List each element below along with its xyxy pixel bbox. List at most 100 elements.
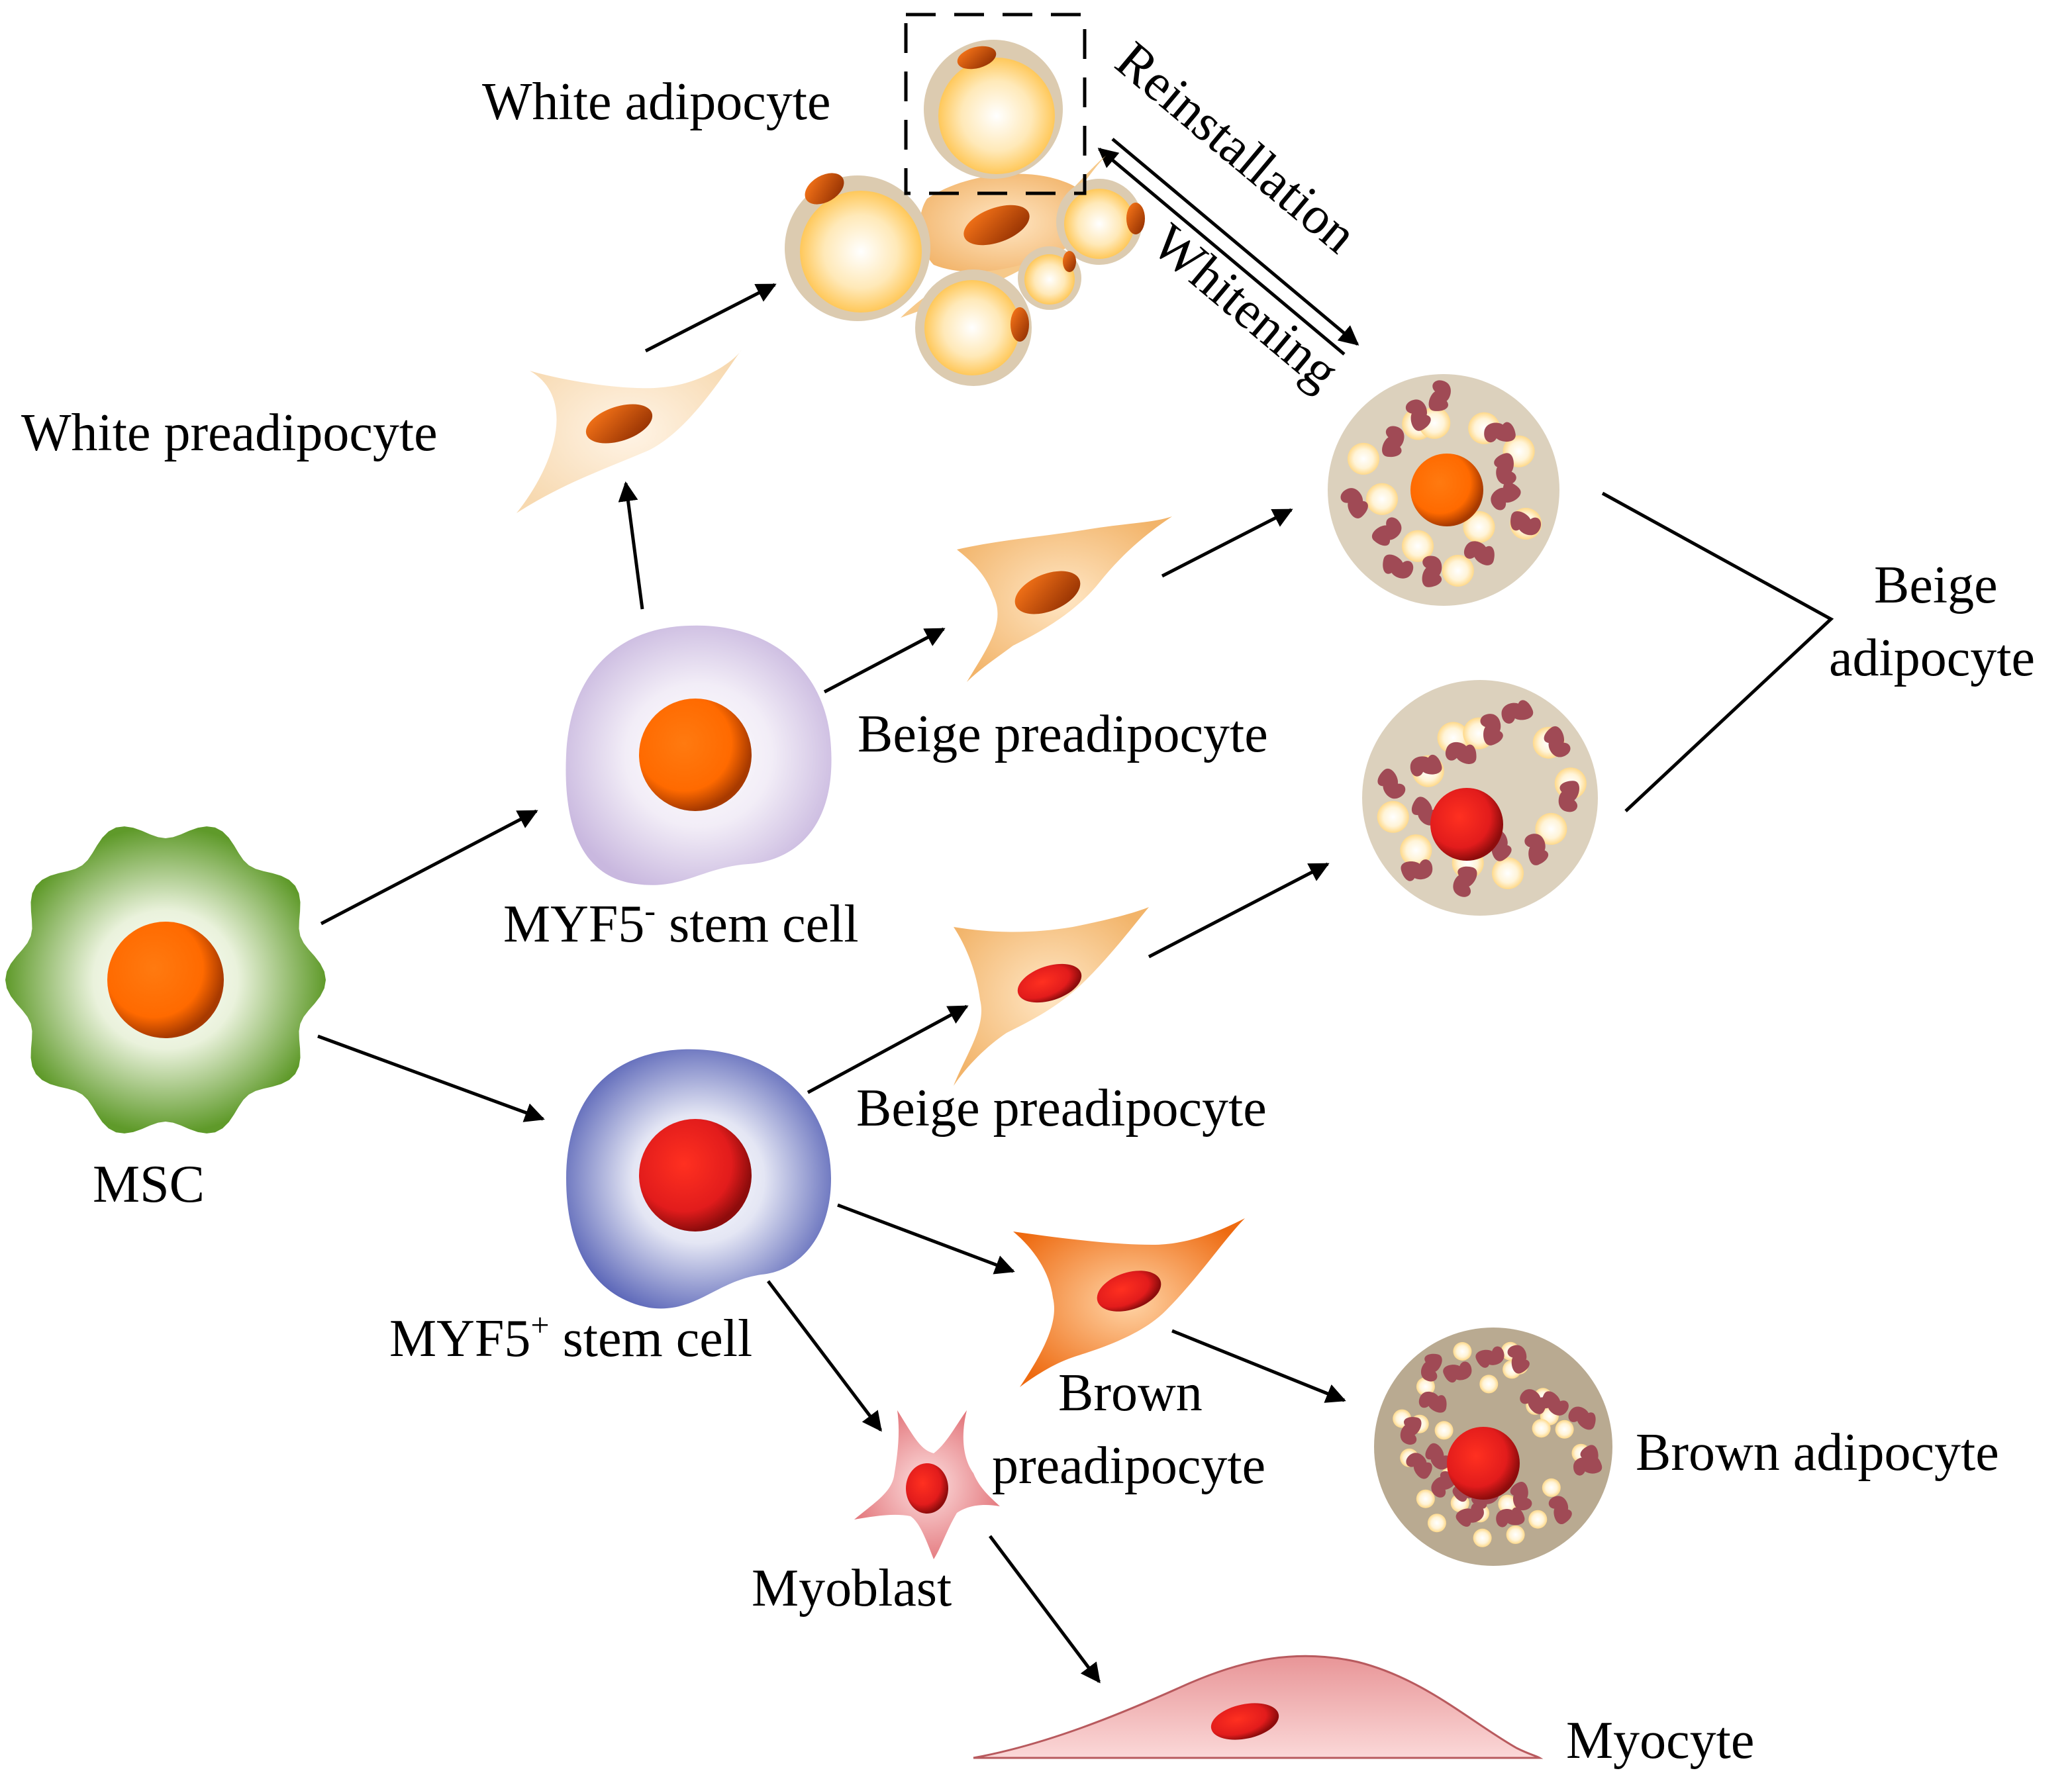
lipid-droplet <box>1535 812 1567 845</box>
lipid-droplet <box>1416 1489 1435 1508</box>
mitochondrion <box>1382 426 1405 458</box>
msc-nucleus <box>107 922 224 1038</box>
white-adipocyte-highlight-box <box>904 13 1087 195</box>
mitochondrion <box>1580 1445 1602 1474</box>
mitochondrion <box>1494 453 1516 485</box>
myocyte <box>973 1655 1544 1759</box>
mitochondrion <box>1542 1391 1569 1416</box>
label-myf5-plus-superscript: + <box>530 1306 549 1343</box>
lipid-droplet <box>1555 1420 1574 1439</box>
label-myf5-minus-stem-cell: MYF5- stem cell <box>503 892 859 953</box>
label-myoblast: Myoblast <box>752 1559 952 1618</box>
label-beige-adipocyte-line1: Beige <box>1874 556 1998 614</box>
white-preadipocyte-nucleus <box>585 404 653 444</box>
mitochondrion <box>1544 726 1571 757</box>
lipid-droplet <box>1442 555 1474 587</box>
label-beige-adipocyte-line2: adipocyte <box>1829 629 2035 687</box>
mitochondrion <box>1445 742 1477 764</box>
msc-cell <box>5 826 326 1134</box>
lipid-droplet <box>1434 1421 1454 1440</box>
lipid-droplet <box>1498 1494 1517 1514</box>
white-adipocyte-body-nucleus <box>963 205 1030 246</box>
brown-adipocyte-organelles <box>1393 1341 1603 1547</box>
mitochondrion <box>1377 769 1406 799</box>
mitochondrion <box>1558 781 1580 812</box>
mitochondrion <box>1400 1417 1422 1445</box>
brown-adipocyte-nucleus <box>1447 1427 1520 1500</box>
arrow-beige-pre-to-beige-adipocyte-lower <box>1148 862 1330 959</box>
label-myf5-minus-name: MYF5 <box>503 895 644 953</box>
mitochondrion <box>1410 755 1442 777</box>
mitochondrion <box>1383 554 1414 579</box>
white-adipocyte-highlighted-lipid <box>938 58 1055 174</box>
mitochondrion <box>1453 866 1477 897</box>
myf5-minus-stem-cell <box>566 625 832 885</box>
lipid-droplet <box>1400 834 1432 867</box>
mitochondrion <box>1455 1503 1484 1527</box>
label-myf5-plus-name: MYF5 <box>389 1310 530 1368</box>
beige-adipocyte-upper-organelles <box>1340 380 1542 587</box>
mitochondrion <box>1401 859 1433 881</box>
white-adipocyte-cluster <box>785 13 1145 386</box>
label-myf5-plus-rest: stem cell <box>550 1310 753 1368</box>
lipid-droplet <box>1542 1478 1561 1497</box>
brown-preadipocyte <box>1013 1218 1245 1387</box>
label-reinstallation: Reinstallation <box>1105 30 1367 264</box>
label-white-preadipocyte: White preadipocyte <box>21 404 438 462</box>
brown-preadipocyte-nucleus <box>1097 1271 1161 1312</box>
mitochondrion <box>1463 541 1495 565</box>
mitochondrion <box>1524 834 1549 865</box>
white-adipocyte-highlighted-nucleus <box>957 46 997 70</box>
label-myf5-minus-superscript: - <box>644 892 656 929</box>
label-msc: MSC <box>93 1155 205 1214</box>
beige-adipocyte-upper-nucleus <box>1410 454 1483 526</box>
beige-preadipocyte-lower <box>954 907 1149 1086</box>
lipid-droplet <box>1416 1377 1435 1396</box>
label-myocyte: Myocyte <box>1566 1712 1754 1770</box>
white-adipocyte-bottom-nucleus <box>1011 307 1029 342</box>
label-brown-preadipocyte-line1: Brown <box>1058 1364 1203 1422</box>
white-adipocyte-medium-right-nucleus <box>1126 203 1145 234</box>
lipid-droplet <box>1479 1375 1499 1394</box>
beige-adipocyte-lower <box>1362 680 1598 916</box>
mitochondrion <box>1422 556 1442 587</box>
arrow-white-pre-to-white-adipocyte <box>644 283 777 353</box>
myf5-minus-nucleus <box>639 699 752 811</box>
beige-preadipocyte-lower-nucleus <box>1017 963 1082 1003</box>
arrow-beige-pre-to-beige-adipocyte-upper <box>1161 508 1293 578</box>
mitochondrion <box>1510 1481 1532 1510</box>
mitochondrion <box>1421 1353 1442 1382</box>
mitochondrion <box>1480 714 1503 746</box>
label-brown-adipocyte: Brown adipocyte <box>1636 1424 1999 1482</box>
mitochondrion <box>1475 1346 1505 1368</box>
mitochondrion <box>1418 1391 1447 1413</box>
mitochondrion <box>1510 511 1542 536</box>
label-beige-preadipocyte-upper: Beige preadipocyte <box>858 705 1268 763</box>
mitochondrion <box>1501 700 1534 724</box>
arrow-msc-to-myf5-plus <box>317 1034 545 1122</box>
myoblast-nucleus <box>906 1463 948 1514</box>
mitochondrion <box>1548 1496 1572 1525</box>
mitochondrion <box>1405 399 1431 431</box>
lipid-droplet <box>1528 1510 1548 1529</box>
arrow-myf5-minus-to-white-pre <box>618 481 644 610</box>
white-adipocyte-small-lipid <box>1024 254 1075 305</box>
lipid-droplet <box>1453 1342 1472 1361</box>
label-myf5-minus-rest: stem cell <box>656 895 859 953</box>
mitochondrion <box>1425 1443 1452 1470</box>
arrow-msc-to-myf5-minus <box>320 809 538 926</box>
arrow-reinstallation <box>1111 138 1359 346</box>
beige-preadipocyte-upper <box>957 516 1172 682</box>
arrow-brown-pre-to-brown-adipocyte <box>1171 1329 1346 1403</box>
lipid-droplet <box>1377 800 1409 833</box>
arrow-myf5-minus-to-beige-pre <box>823 627 946 694</box>
lipid-droplet <box>1348 442 1379 475</box>
mitochondrion <box>1484 422 1516 443</box>
myf5-plus-nucleus <box>639 1119 752 1232</box>
white-adipocyte-large-nucleus <box>805 173 844 205</box>
mitochondrion <box>1491 482 1521 510</box>
arrow-myf5-plus-to-beige-pre <box>807 1004 969 1094</box>
lipid-droplet <box>1532 1419 1551 1438</box>
myoblast <box>854 1410 1000 1559</box>
